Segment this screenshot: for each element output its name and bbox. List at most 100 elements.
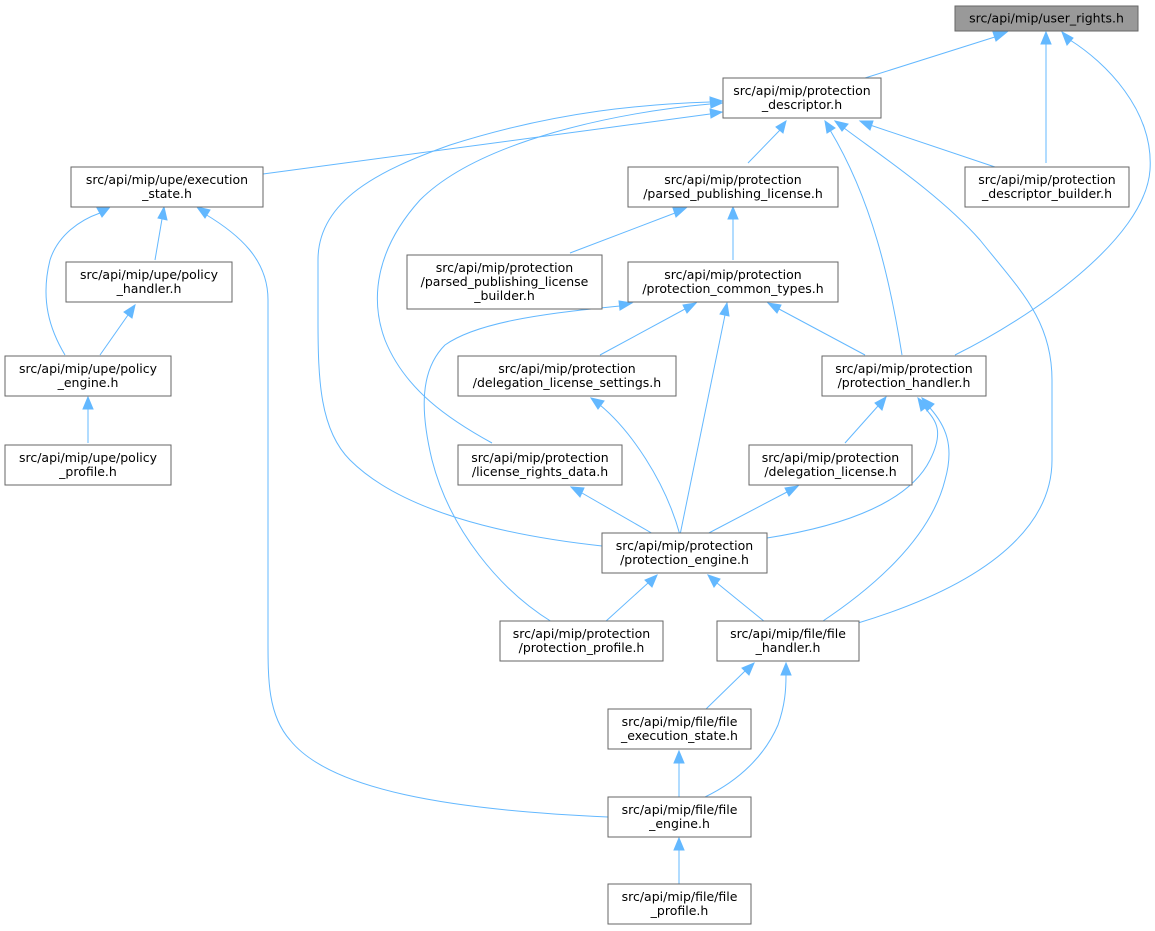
node-label-line: src/api/mip/user_rights.h: [969, 11, 1124, 26]
edge-protection-profile-to-common-types: [423, 300, 634, 623]
edge-protection-descriptor-to-user-rights: [864, 31, 1009, 79]
node-license-rights-data[interactable]: src/api/mip/protection/license_rights_da…: [457, 444, 623, 486]
node-file-engine[interactable]: src/api/mip/file/file_engine.h: [607, 796, 752, 838]
node-label-line: src/api/mip/upe/execution: [86, 172, 248, 187]
node-box: [4, 444, 172, 486]
node-label-line: src/api/mip/file/file: [622, 889, 738, 904]
edge-protection-descriptor-builder-to-user-rights: [1040, 30, 1052, 163]
node-label-line: _handler.h: [116, 281, 182, 296]
node-box: [627, 166, 839, 208]
node-label-line: src/api/mip/upe/policy: [19, 450, 158, 465]
node-protection-engine[interactable]: src/api/mip/protection/protection_engine…: [601, 532, 768, 574]
edge-protection-profile-to-protection-engine: [604, 574, 658, 623]
node-user-rights[interactable]: src/api/mip/user_rights.h: [954, 5, 1139, 32]
node-label-line: src/api/mip/protection: [664, 267, 801, 282]
node-policy-profile[interactable]: src/api/mip/upe/policy_profile.h: [4, 444, 172, 486]
node-label-line: src/api/mip/protection: [513, 626, 650, 641]
node-protection-common-types[interactable]: src/api/mip/protection/protection_common…: [627, 261, 839, 303]
edge-protection-engine-to-license-rights-data: [569, 486, 656, 536]
node-label-line: /protection_engine.h: [620, 552, 749, 567]
edge-protection-descriptor-builder-to-protection-descriptor: [858, 120, 996, 168]
node-label-line: src/api/mip/protection: [616, 538, 753, 553]
node-label-line: _profile.h: [58, 464, 117, 479]
edge-file-engine-to-file-handler: [704, 661, 792, 798]
edge-protection-handler-to-protection-descriptor: [824, 119, 903, 356]
node-label-line: src/api/mip/protection: [471, 450, 608, 465]
edge-common-types-to-parsed-license: [727, 205, 739, 260]
node-label-line: _state.h: [141, 186, 192, 201]
node-box: [722, 77, 882, 119]
edge-protection-engine-to-delegation-license: [704, 485, 800, 536]
node-box: [627, 261, 839, 303]
node-label-line: _descriptor_builder.h: [981, 186, 1112, 201]
node-box: [821, 355, 987, 397]
node-file-handler[interactable]: src/api/mip/file/file_handler.h: [716, 620, 860, 662]
node-label-line: src/api/mip/protection: [835, 361, 972, 376]
edge-policy-handler-to-execution-state: [154, 205, 168, 261]
node-file-profile[interactable]: src/api/mip/file/file_profile.h: [607, 883, 752, 925]
node-label-line: src/api/mip/file/file: [622, 714, 738, 729]
node-parsed-publishing-license-builder[interactable]: src/api/mip/protection/parsed_publishing…: [406, 254, 603, 310]
edge-file-profile-to-file-engine: [673, 836, 685, 884]
edge-file-handler-to-protection-engine: [707, 574, 766, 623]
node-box: [607, 796, 752, 838]
node-label-line: _execution_state.h: [620, 728, 738, 743]
node-label-line: /parsed_publishing_license: [421, 274, 589, 289]
node-label-line: /delegation_license_settings.h: [473, 375, 661, 390]
node-policy-engine[interactable]: src/api/mip/upe/policy_engine.h: [4, 355, 172, 397]
node-protection-descriptor-builder[interactable]: src/api/mip/protection_descriptor_builde…: [964, 166, 1130, 208]
node-label-line: _builder.h: [473, 288, 535, 303]
node-label-line: /protection_handler.h: [838, 375, 971, 390]
node-label-line: /license_rights_data.h: [472, 464, 608, 479]
node-label-line: src/api/mip/protection: [762, 450, 899, 465]
node-label-line: src/api/mip/protection: [498, 361, 635, 376]
node-label-line: src/api/mip/protection: [436, 260, 573, 275]
node-label-line: src/api/mip/protection: [733, 83, 870, 98]
node-label-line: src/api/mip/protection: [978, 172, 1115, 187]
header-nodes: src/api/mip/user_rights.h src/api/mip/pr…: [4, 5, 1139, 925]
node-box: [457, 444, 623, 486]
node-policy-handler[interactable]: src/api/mip/upe/policy_handler.h: [65, 261, 233, 303]
edge-delegation-settings-to-common-types: [599, 302, 698, 356]
node-label-line: _descriptor.h: [761, 97, 842, 112]
node-file-execution-state[interactable]: src/api/mip/file/file_execution_state.h: [607, 708, 752, 750]
edge-protection-handler-to-user-rights: [954, 30, 1151, 356]
node-box: [964, 166, 1130, 208]
node-label-line: src/api/mip/file/file: [622, 802, 738, 817]
node-execution-state[interactable]: src/api/mip/upe/execution_state.h: [70, 166, 264, 208]
node-label-line: /protection_profile.h: [519, 640, 645, 655]
node-box: [4, 355, 172, 397]
edge-file-handler-to-protection-descriptor: [833, 120, 1053, 624]
edge-file-engine-to-execution-state: [195, 206, 609, 818]
node-label-line: src/api/mip/upe/policy: [80, 267, 219, 282]
edge-delegation-license-to-protection-handler: [844, 395, 887, 444]
node-label-line: _profile.h: [650, 903, 709, 918]
node-protection-descriptor[interactable]: src/api/mip/protection_descriptor.h: [722, 77, 882, 119]
node-protection-handler[interactable]: src/api/mip/protection/protection_handle…: [821, 355, 987, 397]
node-delegation-license-settings[interactable]: src/api/mip/protection/delegation_licens…: [457, 355, 677, 397]
node-delegation-license[interactable]: src/api/mip/protection/delegation_licens…: [748, 444, 913, 486]
node-box: [601, 532, 768, 574]
node-label-line: /delegation_license.h: [764, 464, 896, 479]
node-label-line: src/api/mip/file/file: [730, 626, 846, 641]
node-label-line: src/api/mip/upe/policy: [19, 361, 158, 376]
node-box: [65, 261, 233, 303]
node-box: [954, 5, 1139, 32]
node-label-line: /parsed_publishing_license.h: [643, 186, 823, 201]
edge-policy-profile-to-policy-engine: [82, 395, 94, 443]
node-box: [716, 620, 860, 662]
node-label-line: _handler.h: [755, 640, 821, 655]
node-box: [457, 355, 677, 397]
edge-protection-handler-to-common-types: [766, 302, 866, 356]
node-box: [406, 254, 603, 310]
node-box: [748, 444, 913, 486]
node-parsed-publishing-license[interactable]: src/api/mip/protection/parsed_publishing…: [627, 166, 839, 208]
edge-parsed-publishing-license-to-protection-descriptor: [747, 119, 787, 164]
node-label-line: _engine.h: [57, 375, 119, 390]
node-label-line: _engine.h: [648, 816, 710, 831]
edge-file-handler-to-protection-handler: [819, 396, 950, 624]
node-box: [70, 166, 264, 208]
node-protection-profile[interactable]: src/api/mip/protection/protection_profil…: [499, 620, 664, 662]
edge-protection-engine-to-delegation-settings: [589, 397, 681, 536]
